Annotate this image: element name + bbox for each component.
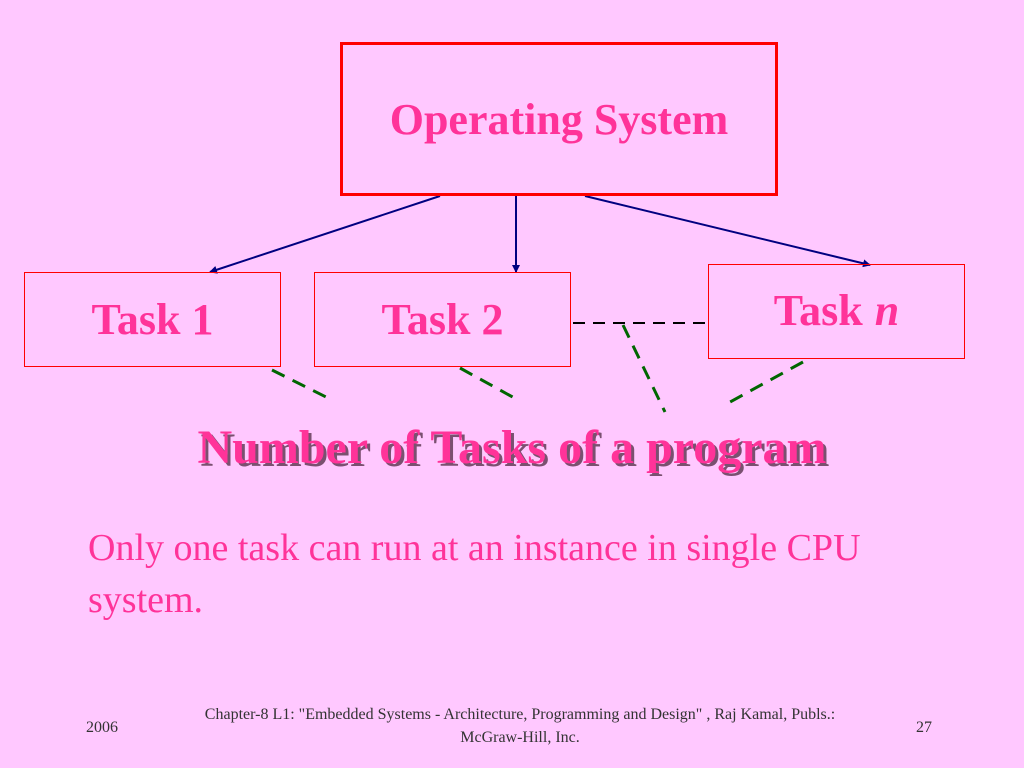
pointer-taskn [729,360,804,404]
arrow-to-task1 [209,195,441,274]
footer-year: 2006 [86,719,118,736]
pointer-task1 [271,368,333,402]
task-n-box: Task n [708,264,965,359]
body-text: Only one task can run at an instance in … [88,527,861,621]
footer-page-number: 27 [916,719,932,736]
task-2-label: Task 2 [381,295,504,344]
task-2-box: Task 2 [314,272,571,367]
arrow-to-taskn [584,195,871,268]
task-1-label: Task 1 [91,295,214,344]
slide-heading: Number of Tasks of a program [197,421,827,474]
pointer-task2 [459,366,519,402]
footer-citation: Chapter-8 L1: "Embedded Systems - Archit… [204,706,836,746]
task-n-label-prefix: Task [773,286,863,335]
operating-system-box: Operating System [340,42,778,196]
pointer-ellipsis [621,324,667,413]
task-1-box: Task 1 [24,272,281,367]
operating-system-label: Operating System [389,94,729,144]
task-n-label-variable: n [874,286,900,335]
